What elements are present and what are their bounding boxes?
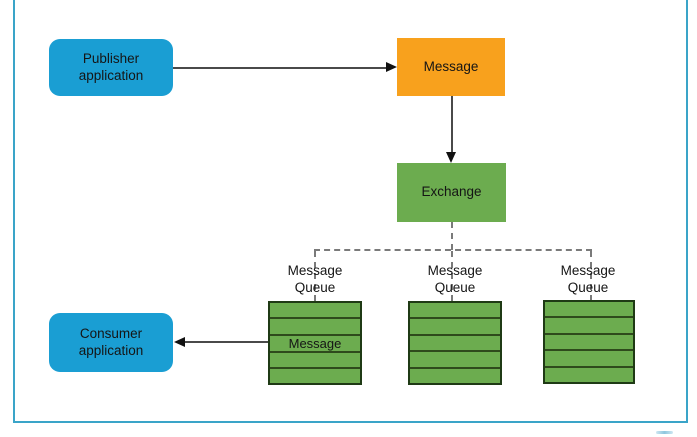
queue-3-box [543, 300, 635, 384]
consumer-application-node: Consumer application [49, 313, 173, 372]
publisher-application-node: Publisher application [49, 39, 173, 96]
queue-3-slot [545, 351, 633, 368]
queue-3-slot [545, 302, 633, 319]
message-node: Message [397, 38, 505, 96]
queue-1-slot [270, 303, 360, 320]
queue-2-slot [410, 369, 500, 383]
queue-3-label: Message Queue [560, 263, 616, 295]
arrowhead-down-icon [445, 152, 456, 163]
queue-1-message-slot: Message [270, 336, 360, 353]
queue-3-slot [545, 335, 633, 352]
frame-border-left [13, 0, 15, 423]
queue-1-label: Message Queue [287, 263, 343, 295]
queue-2-slot [410, 303, 500, 320]
queue-3-slot [545, 318, 633, 335]
queue-2-label: Message Queue [427, 263, 483, 295]
dashed-line-drop-queue-2 [451, 251, 453, 301]
dashed-line-horizontal [314, 249, 592, 251]
frame-border-right [686, 0, 688, 423]
frame-border-bottom [13, 421, 688, 423]
arrowhead-right-icon [386, 62, 397, 72]
queue-3-slot [545, 368, 633, 382]
queue-1-slot [270, 353, 360, 369]
queue-2-box [408, 301, 502, 385]
arrowhead-left-icon [174, 336, 185, 347]
dashed-line-drop-queue-3 [590, 251, 592, 301]
arrow-queue-to-consumer [180, 341, 268, 343]
queue-2-slot [410, 352, 500, 369]
queue-1-box: Message [268, 301, 362, 385]
queue-2-slot [410, 319, 500, 336]
arrow-publisher-to-message [173, 67, 389, 69]
dashed-line-exchange-down [451, 222, 453, 250]
arrow-message-to-exchange [451, 96, 453, 156]
exchange-node: Exchange [397, 163, 506, 222]
queue-1-slot [270, 319, 360, 336]
queue-1-slot [270, 369, 360, 383]
dashed-line-drop-queue-1 [314, 251, 316, 301]
queue-2-slot [410, 336, 500, 353]
bottom-right-marker-dash [656, 431, 673, 434]
